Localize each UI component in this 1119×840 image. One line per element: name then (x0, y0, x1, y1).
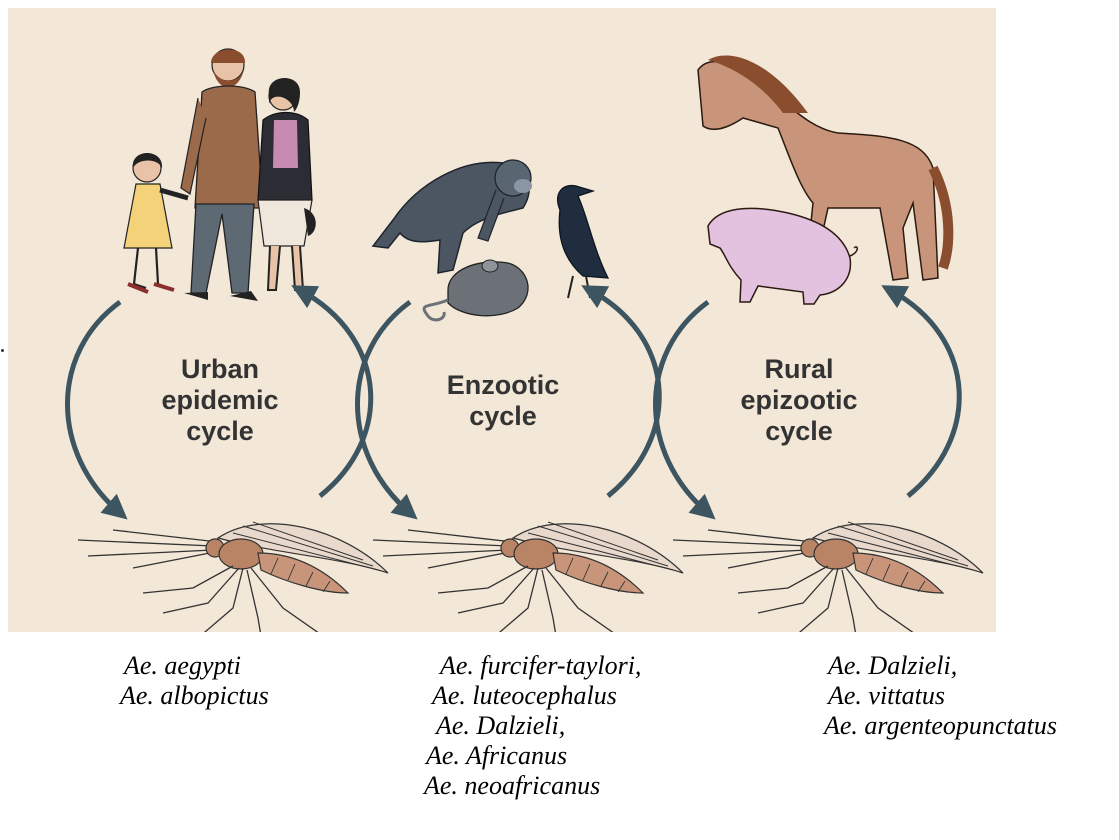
vector-species: Ae. vittatus (816, 681, 1057, 711)
people-icon (124, 49, 316, 301)
vector-species: Ae. Dalzieli, (424, 711, 641, 741)
pig-icon (708, 208, 857, 304)
vector-species: Ae. aegypti (120, 651, 269, 681)
cycle-label-line: Rural (724, 354, 874, 385)
vector-species: Ae. albopictus (120, 681, 269, 711)
crow-icon (558, 185, 608, 298)
cycle-label-enzootic: Enzootic cycle (428, 370, 578, 432)
mosquito-icon (673, 522, 983, 632)
diagram-art (8, 8, 996, 632)
cycle-label-line: cycle (724, 416, 874, 447)
vector-list-rural: Ae. Dalzieli, Ae. vittatus Ae. argenteop… (816, 651, 1057, 741)
cycle-label-line: epizootic (724, 385, 874, 416)
vector-species: Ae. argenteopunctatus (816, 711, 1057, 741)
diagram-panel: Urban epidemic cycle Enzootic cycle Rura… (8, 8, 996, 632)
cycle-label-line: cycle (145, 416, 295, 447)
vector-species: Ae. furcifer-taylori, (424, 651, 641, 681)
vector-list-urban: Ae. aegypti Ae. albopictus (120, 651, 269, 711)
mosquito-icon (373, 522, 683, 632)
vector-species: Ae. luteocephalus (424, 681, 641, 711)
mosquito-icon (78, 522, 388, 632)
vector-species: Ae. Dalzieli, (816, 651, 1057, 681)
cycle-label-line: epidemic (145, 385, 295, 416)
stray-dot (1, 349, 4, 352)
chimpanzee-icon (373, 160, 532, 273)
cycle-label-urban: Urban epidemic cycle (145, 354, 295, 447)
cycle-label-line: Urban (145, 354, 295, 385)
vector-species: Ae. neoafricanus (424, 771, 641, 801)
cycle-label-line: Enzootic (428, 370, 578, 401)
vector-list-enzootic: Ae. furcifer-taylori, Ae. luteocephalus … (424, 651, 641, 801)
vector-species: Ae. Africanus (424, 741, 641, 771)
cycle-label-line: cycle (428, 401, 578, 432)
cycle-label-rural: Rural epizootic cycle (724, 354, 874, 447)
